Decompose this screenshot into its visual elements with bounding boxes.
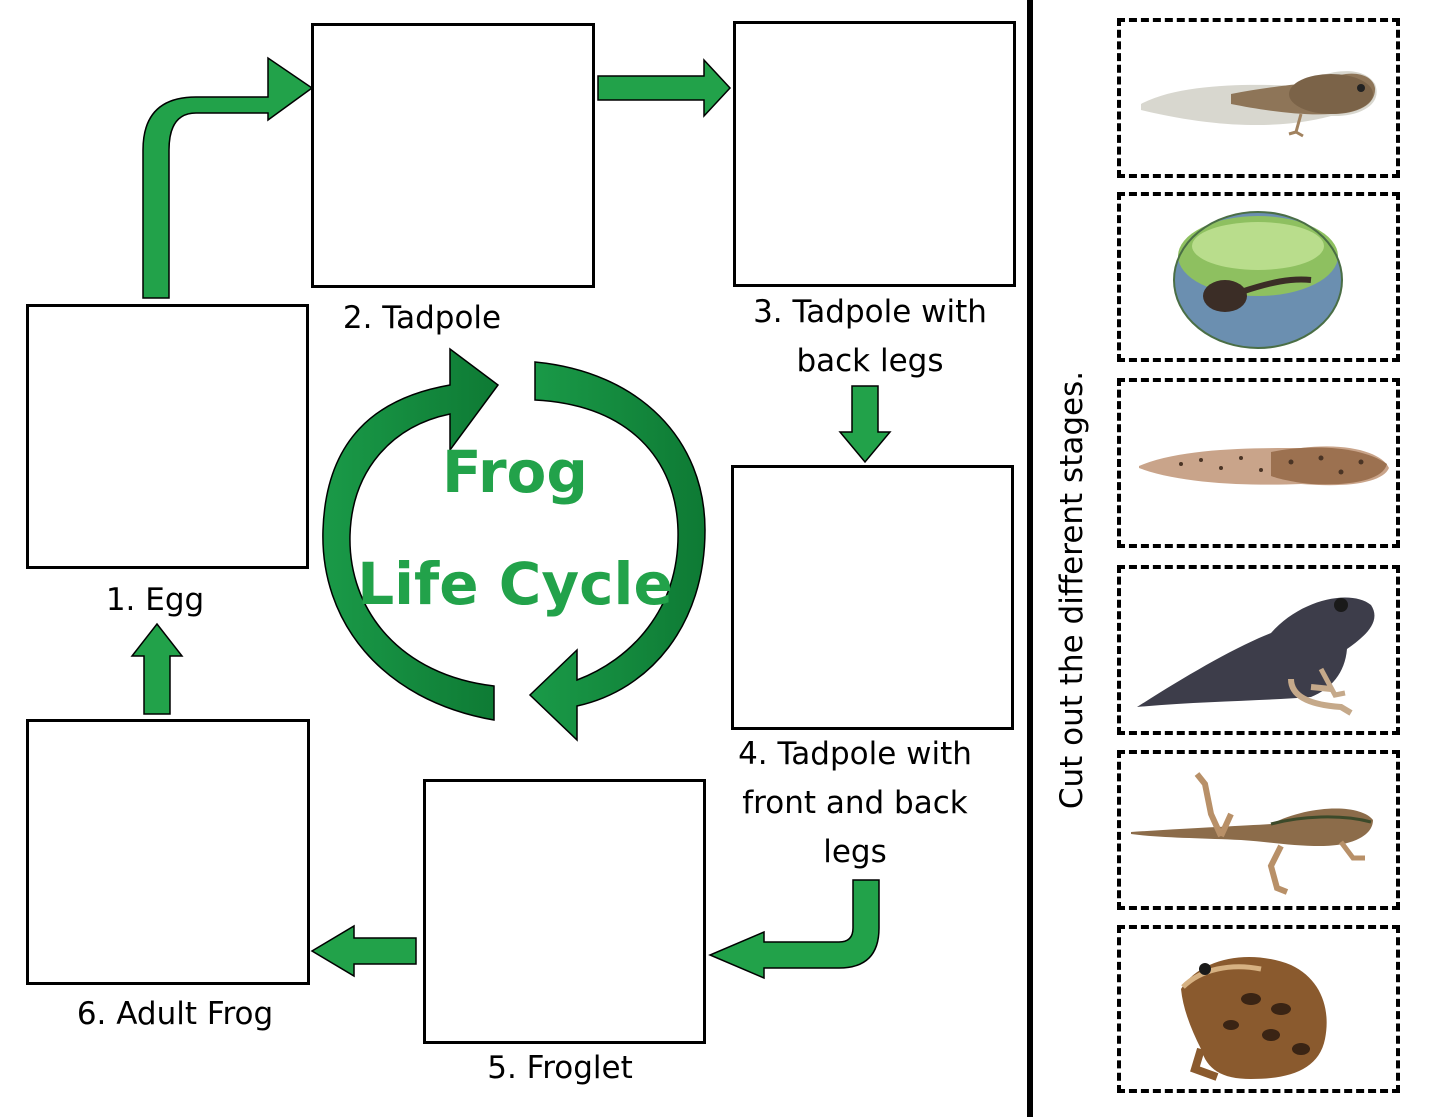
diagram-title-line1: Frog bbox=[442, 438, 588, 506]
cycle-arc-left bbox=[322, 347, 500, 721]
stage-label-4-line1: 4. Tadpole with bbox=[738, 736, 972, 772]
froglet-photo bbox=[1137, 597, 1375, 716]
stage-box-tadpole-front-back-legs[interactable] bbox=[731, 465, 1014, 730]
stage-label-4-line3: legs bbox=[823, 834, 887, 870]
stage-label-froglet: 5. Froglet bbox=[487, 1050, 633, 1086]
arrow-egg-to-tadpole bbox=[142, 56, 314, 299]
stage-label-egg: 1. Egg bbox=[105, 582, 205, 618]
stage-box-tadpole-back-legs[interactable] bbox=[733, 21, 1016, 287]
arrow-adult-to-egg bbox=[130, 622, 184, 715]
page-divider bbox=[1027, 0, 1033, 1117]
cutout-card-3[interactable] bbox=[1117, 378, 1400, 548]
cycle-arrows bbox=[130, 56, 892, 980]
stage-label-tadpole-front-back-legs: 4. Tadpole with front and back legs bbox=[710, 730, 1000, 877]
cycle-arc-right bbox=[528, 361, 706, 742]
tadpole-in-egg-photo bbox=[1173, 211, 1343, 349]
stage-box-froglet[interactable] bbox=[423, 779, 706, 1044]
tadpole-with-back-legs-photo bbox=[1141, 71, 1377, 138]
cutout-card-2[interactable] bbox=[1117, 192, 1400, 362]
stage-label-3-line2: back legs bbox=[796, 343, 944, 379]
cutout-card-4[interactable] bbox=[1117, 565, 1400, 735]
stage-label-4-line2: front and back bbox=[742, 785, 968, 821]
stage-label-tadpole: 2. Tadpole bbox=[342, 300, 502, 336]
cutout-card-5[interactable] bbox=[1117, 750, 1400, 910]
stage-label-adult-frog: 6. Adult Frog bbox=[76, 996, 274, 1032]
stage-box-adult-frog[interactable] bbox=[26, 719, 310, 985]
tadpole-with-four-legs-photo bbox=[1131, 772, 1373, 895]
arrow-backlegs-to-frontlegs bbox=[838, 385, 892, 464]
stage-label-3-line1: 3. Tadpole with bbox=[753, 294, 987, 330]
arrow-tadpole-to-backlegs bbox=[597, 58, 732, 118]
tadpole-photo bbox=[1139, 446, 1389, 486]
adult-frog-photo bbox=[1181, 957, 1327, 1081]
cut-instruction: Cut out the different stages. bbox=[1054, 370, 1090, 810]
arrow-frontlegs-to-froglet bbox=[708, 879, 880, 980]
arrow-froglet-to-adult bbox=[310, 924, 417, 978]
cutout-card-1[interactable] bbox=[1117, 18, 1400, 178]
diagram-title-line2: Life Cycle bbox=[357, 550, 673, 618]
cutout-card-6[interactable] bbox=[1117, 925, 1400, 1093]
stage-box-tadpole[interactable] bbox=[311, 23, 595, 288]
stage-box-egg[interactable] bbox=[26, 304, 309, 569]
stage-label-tadpole-back-legs: 3. Tadpole with back legs bbox=[730, 288, 1010, 386]
